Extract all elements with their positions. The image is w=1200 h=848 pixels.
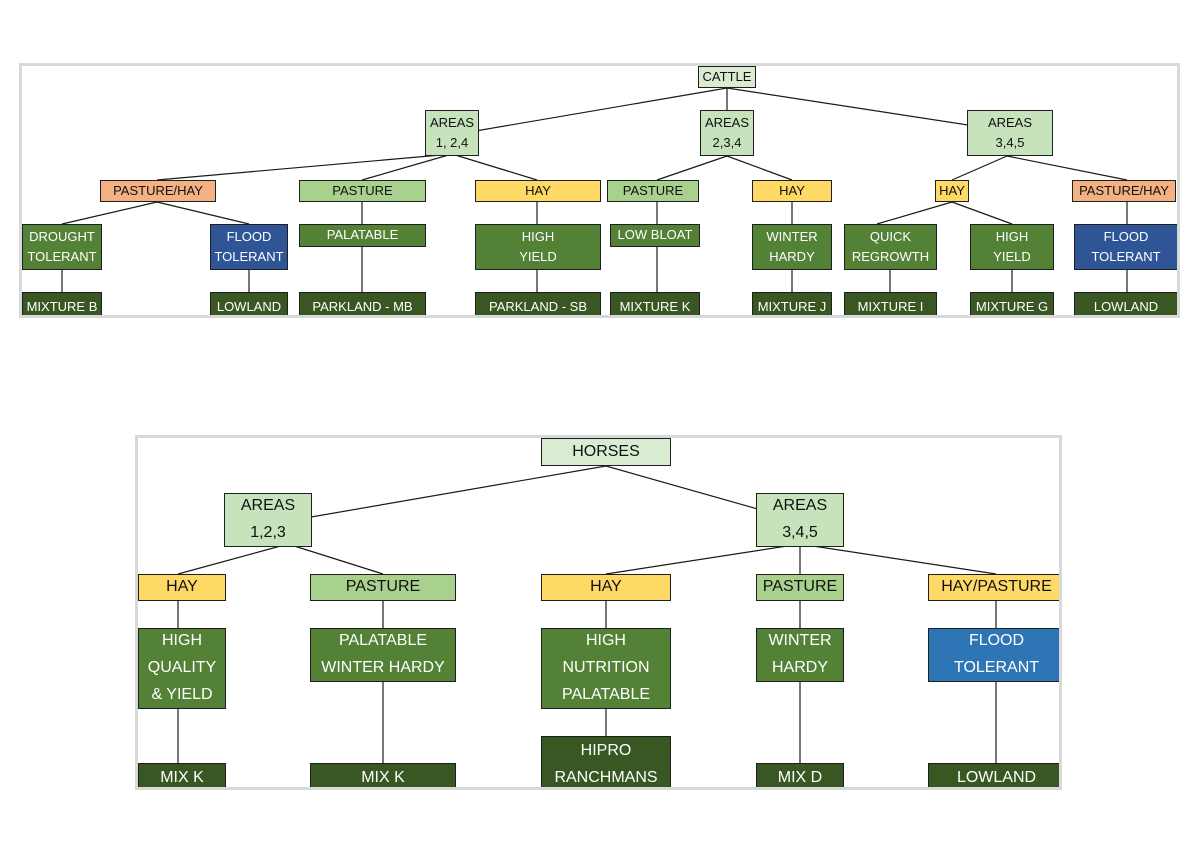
cattle-trait-node: QUICK REGROWTH xyxy=(844,224,937,270)
horses-mixture-node: MIX K xyxy=(310,763,456,787)
cattle-trait-node: PALATABLE xyxy=(299,224,426,247)
horses-trait-node: WINTER HARDY xyxy=(756,628,844,682)
cattle-trait-node: HIGH YIELD xyxy=(970,224,1054,270)
cattle-mixture-node: MIXTURE I xyxy=(844,292,937,315)
cattle-connector-lines xyxy=(61,87,1128,292)
cattle-use-node: HAY xyxy=(935,180,969,202)
cattle-use-node: PASTURE/HAY xyxy=(1072,180,1176,202)
cattle-decision-tree: CATTLE AREAS 1, 2,4 AREAS 2,3,4 AREAS 3,… xyxy=(19,63,1180,318)
horses-use-node: PASTURE xyxy=(756,574,844,601)
cattle-use-node: PASTURE/HAY xyxy=(100,180,216,202)
horses-trait-node: PALATABLE WINTER HARDY xyxy=(310,628,456,682)
horses-decision-tree: HORSES AREAS 1,2,3 AREAS 3,4,5 HAY PASTU… xyxy=(135,435,1062,790)
horses-areas-node: AREAS 3,4,5 xyxy=(756,493,844,547)
horses-root-node: HORSES xyxy=(541,438,671,466)
horses-use-node: HAY xyxy=(138,574,226,601)
cattle-use-node: PASTURE xyxy=(299,180,426,202)
cattle-use-node: HAY xyxy=(475,180,601,202)
horses-trait-node: HIGH QUALITY & YIELD xyxy=(138,628,226,709)
cattle-mixture-node: MIXTURE G xyxy=(970,292,1054,315)
cattle-mixture-node: MIXTURE J xyxy=(752,292,832,315)
cattle-areas-node: AREAS 3,4,5 xyxy=(967,110,1053,156)
horses-mixture-node: MIX D xyxy=(756,763,844,787)
cattle-mixture-node: PARKLAND - MB xyxy=(299,292,426,315)
horses-mixture-node: HIPRO RANCHMANS xyxy=(541,736,671,787)
horses-mixture-node: LOWLAND xyxy=(928,763,1059,787)
cattle-mixture-node: LOWLAND xyxy=(210,292,288,315)
cattle-use-node: PASTURE xyxy=(607,180,699,202)
cattle-trait-node: FLOOD TOLERANT xyxy=(1074,224,1177,270)
cattle-trait-node: WINTER HARDY xyxy=(752,224,832,270)
cattle-mixture-node: PARKLAND - SB xyxy=(475,292,601,315)
cattle-mixture-node: MIXTURE B xyxy=(22,292,102,315)
cattle-areas-node: AREAS 2,3,4 xyxy=(700,110,754,156)
horses-trait-node: FLOOD TOLERANT xyxy=(928,628,1059,682)
cattle-root-node: CATTLE xyxy=(698,66,756,88)
horses-use-node: HAY/PASTURE xyxy=(928,574,1059,601)
horses-use-node: PASTURE xyxy=(310,574,456,601)
cattle-areas-node: AREAS 1, 2,4 xyxy=(425,110,479,156)
horses-mixture-node: MIX K xyxy=(138,763,226,787)
horses-trait-node: HIGH NUTRITION PALATABLE xyxy=(541,628,671,709)
cattle-mixture-node: LOWLAND xyxy=(1074,292,1177,315)
cattle-trait-node: FLOOD TOLERANT xyxy=(210,224,288,270)
cattle-trait-node: DROUGHT TOLERANT xyxy=(22,224,102,270)
cattle-use-node: HAY xyxy=(752,180,832,202)
cattle-trait-node: HIGH YIELD xyxy=(475,224,601,270)
horses-use-node: HAY xyxy=(541,574,671,601)
cattle-mixture-node: MIXTURE K xyxy=(610,292,700,315)
horses-connector-lines xyxy=(177,465,997,763)
cattle-trait-node: LOW BLOAT xyxy=(610,224,700,247)
horses-areas-node: AREAS 1,2,3 xyxy=(224,493,312,547)
